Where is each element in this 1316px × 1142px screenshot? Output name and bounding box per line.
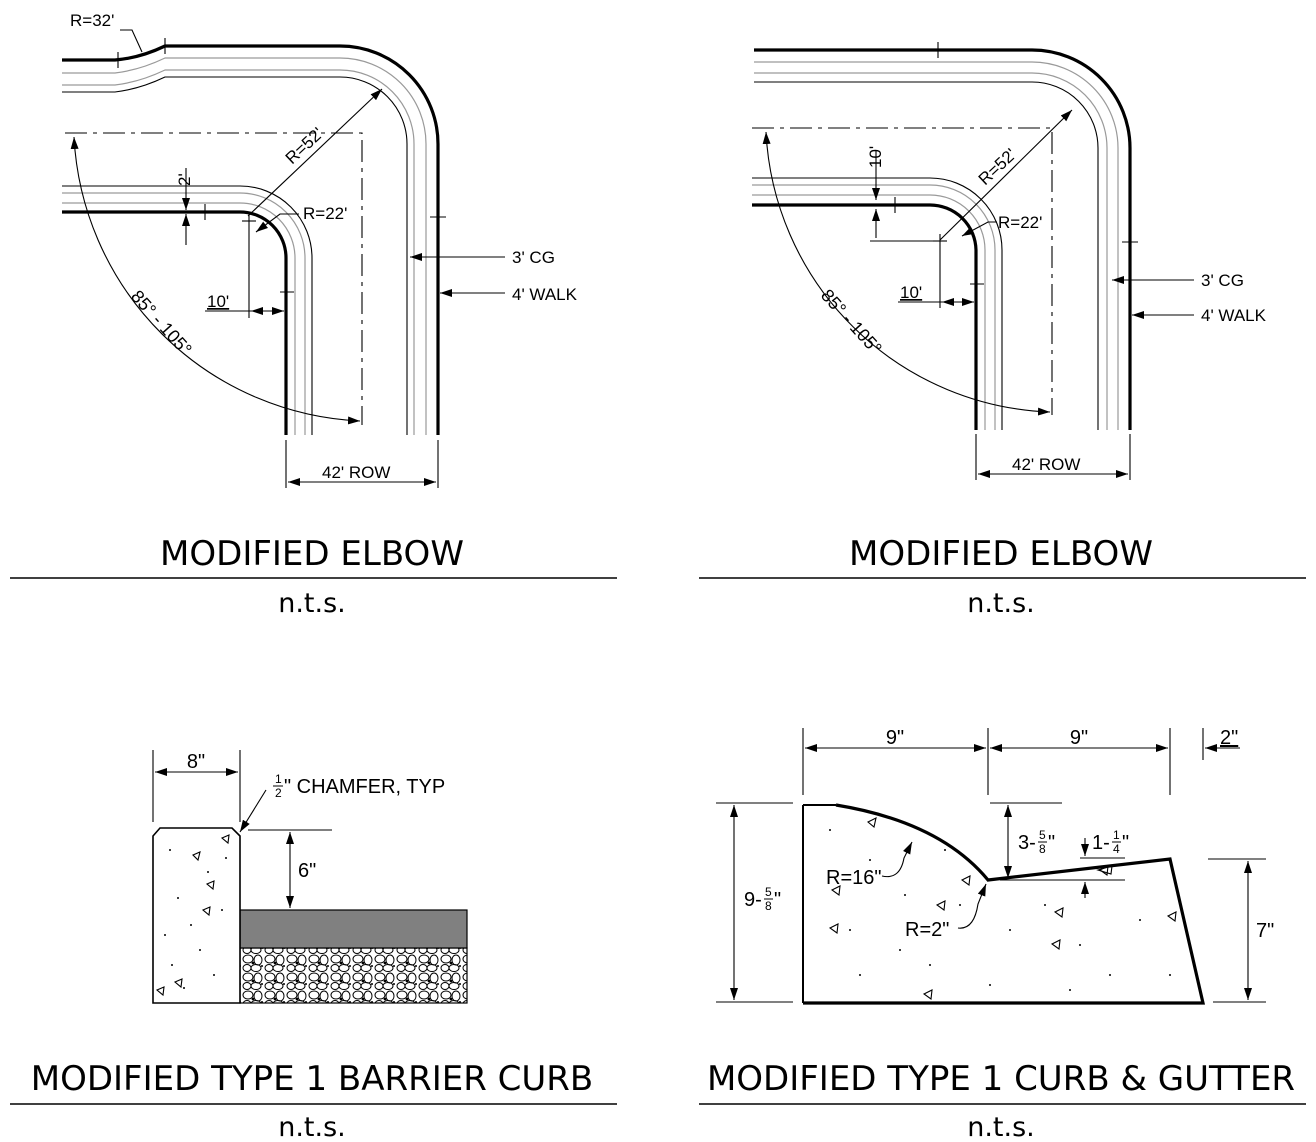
elbow-2-scale: n.t.s. [967, 588, 1035, 619]
elbow-2-offset-10-horizontal-label: 10' [900, 283, 922, 302]
curb-gutter-depth-denominator: 8 [1039, 842, 1046, 856]
elbow-1-title: MODIFIED ELBOW [160, 534, 464, 574]
curb-gutter-slope-unit: " [1122, 832, 1129, 854]
elbow-2-plan [752, 42, 1194, 480]
curb-gutter-height-whole: 9- [744, 889, 762, 911]
curb-gutter-width-b-label: 9" [1070, 727, 1088, 749]
barrier-curb-chamfer-label: " CHAMFER, TYP [284, 776, 445, 798]
curb-gutter-slope-denominator: 4 [1113, 842, 1120, 856]
barrier-curb-section [152, 750, 468, 1004]
curb-gutter-depth-whole: 3- [1018, 832, 1036, 854]
elbow-1-offset-10-label: 10' [207, 292, 229, 311]
barrier-curb-height-label: 6" [298, 860, 316, 882]
elbow-1-radius-22-label: R=22' [303, 204, 347, 223]
elbow-1-angle-label: 85° - 105° [127, 286, 196, 359]
elbow-2-walk-label: 4' WALK [1201, 306, 1267, 325]
elbow-1-scale: n.t.s. [278, 588, 346, 619]
elbow-2-angle-label: 85° - 105° [817, 285, 886, 358]
elbow-1-radius-32-label: R=32' [70, 11, 114, 30]
elbow-1-walk-label: 4' WALK [512, 285, 578, 304]
elbow-1-cg-label: 3' CG [512, 248, 555, 267]
curb-gutter-radius-2-label: R=2" [905, 919, 949, 941]
elbow-1-row-label: 42' ROW [322, 463, 390, 482]
barrier-curb-width-label: 8" [187, 751, 205, 773]
curb-gutter-depth-numerator: 5 [1039, 828, 1046, 842]
curb-gutter-slope-numerator: 1 [1113, 828, 1120, 842]
elbow-2-title: MODIFIED ELBOW [849, 534, 1153, 574]
barrier-curb-title: MODIFIED TYPE 1 BARRIER CURB [31, 1059, 593, 1099]
curb-gutter-height-unit: " [774, 889, 781, 911]
curb-gutter-section [716, 728, 1266, 1005]
curb-gutter-curb-height-label: 7" [1256, 920, 1274, 942]
curb-gutter-slope-whole: 1- [1092, 832, 1110, 854]
curb-gutter-title: MODIFIED TYPE 1 CURB & GUTTER [707, 1059, 1295, 1099]
curb-gutter-width-a-label: 9" [886, 727, 904, 749]
curb-gutter-height-denominator: 8 [765, 899, 772, 913]
barrier-curb-chamfer-numerator: 1 [275, 772, 282, 786]
elbow-1-radius-52-label: R=52' [282, 124, 327, 168]
elbow-2-offset-10-vertical-label: 10' [866, 146, 885, 168]
elbow-1-plan [62, 29, 505, 488]
curb-gutter-height-numerator: 5 [765, 885, 772, 899]
elbow-2-cg-label: 3' CG [1201, 271, 1244, 290]
barrier-curb-scale: n.t.s. [278, 1112, 346, 1142]
elbow-2-radius-22-label: R=22' [998, 213, 1042, 232]
curb-gutter-radius-16-label: R=16" [826, 867, 881, 889]
curb-gutter-depth-unit: " [1048, 832, 1055, 854]
elbow-2-radius-52-label: R=52' [975, 145, 1020, 189]
barrier-curb-chamfer-denominator: 2 [275, 786, 282, 800]
elbow-1-offset-2-label: 2' [175, 173, 194, 186]
elbow-2-row-label: 42' ROW [1012, 455, 1080, 474]
curb-gutter-lip-label: 2" [1220, 727, 1238, 749]
curb-gutter-scale: n.t.s. [967, 1112, 1035, 1142]
